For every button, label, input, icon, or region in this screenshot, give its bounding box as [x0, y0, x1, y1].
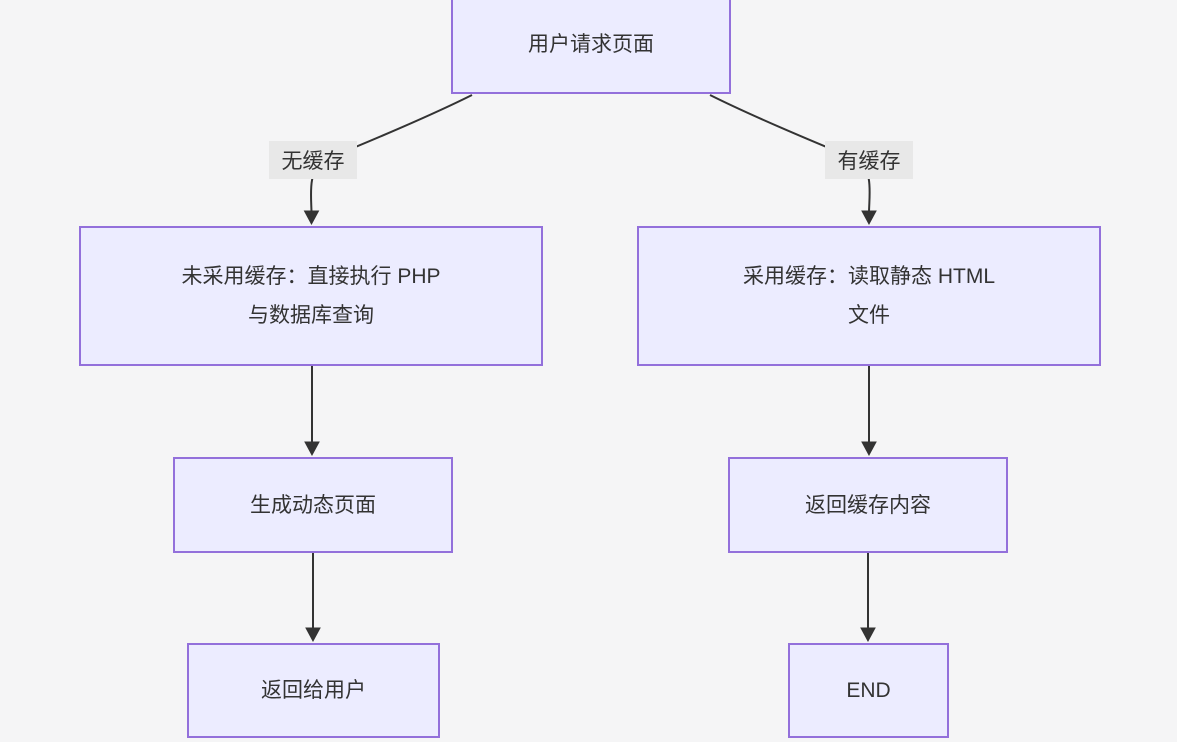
node-label: 返回缓存内容	[805, 493, 931, 517]
arrowhead-cache	[861, 210, 877, 226]
node-label-line: 与数据库查询	[248, 304, 374, 327]
edge-label-no-cache: 无缓存	[269, 141, 357, 179]
node-cache-path: 采用缓存：读取静态 HTML 文件	[637, 226, 1101, 366]
node-label: END	[846, 679, 891, 702]
node-end: END	[788, 643, 949, 738]
node-generate-dynamic-page: 生成动态页面	[173, 457, 453, 553]
arrowhead-returnuser	[305, 627, 321, 643]
arrowhead-generate	[304, 441, 320, 457]
node-label-line: 采用缓存：读取静态 HTML	[743, 265, 995, 288]
edge-label-has-cache: 有缓存	[825, 141, 913, 179]
node-no-cache-path: 未采用缓存：直接执行 PHP 与数据库查询	[79, 226, 543, 366]
arrowhead-nocache	[303, 210, 320, 226]
node-label-line: 文件	[848, 304, 890, 327]
node-return-cached-content: 返回缓存内容	[728, 457, 1008, 553]
node-label: 返回给用户	[261, 679, 366, 702]
arrowhead-returncache	[861, 441, 877, 457]
arrowhead-end	[860, 627, 876, 643]
node-label-line: 未采用缓存：直接执行 PHP	[181, 265, 441, 288]
node-return-to-user: 返回给用户	[187, 643, 440, 738]
node-label: 用户请求页面	[528, 33, 654, 56]
edge-label-text: 无缓存	[281, 150, 345, 173]
node-user-request: 用户请求页面	[451, 0, 731, 94]
node-label: 生成动态页面	[250, 493, 376, 517]
edge-label-text: 有缓存	[837, 150, 901, 173]
